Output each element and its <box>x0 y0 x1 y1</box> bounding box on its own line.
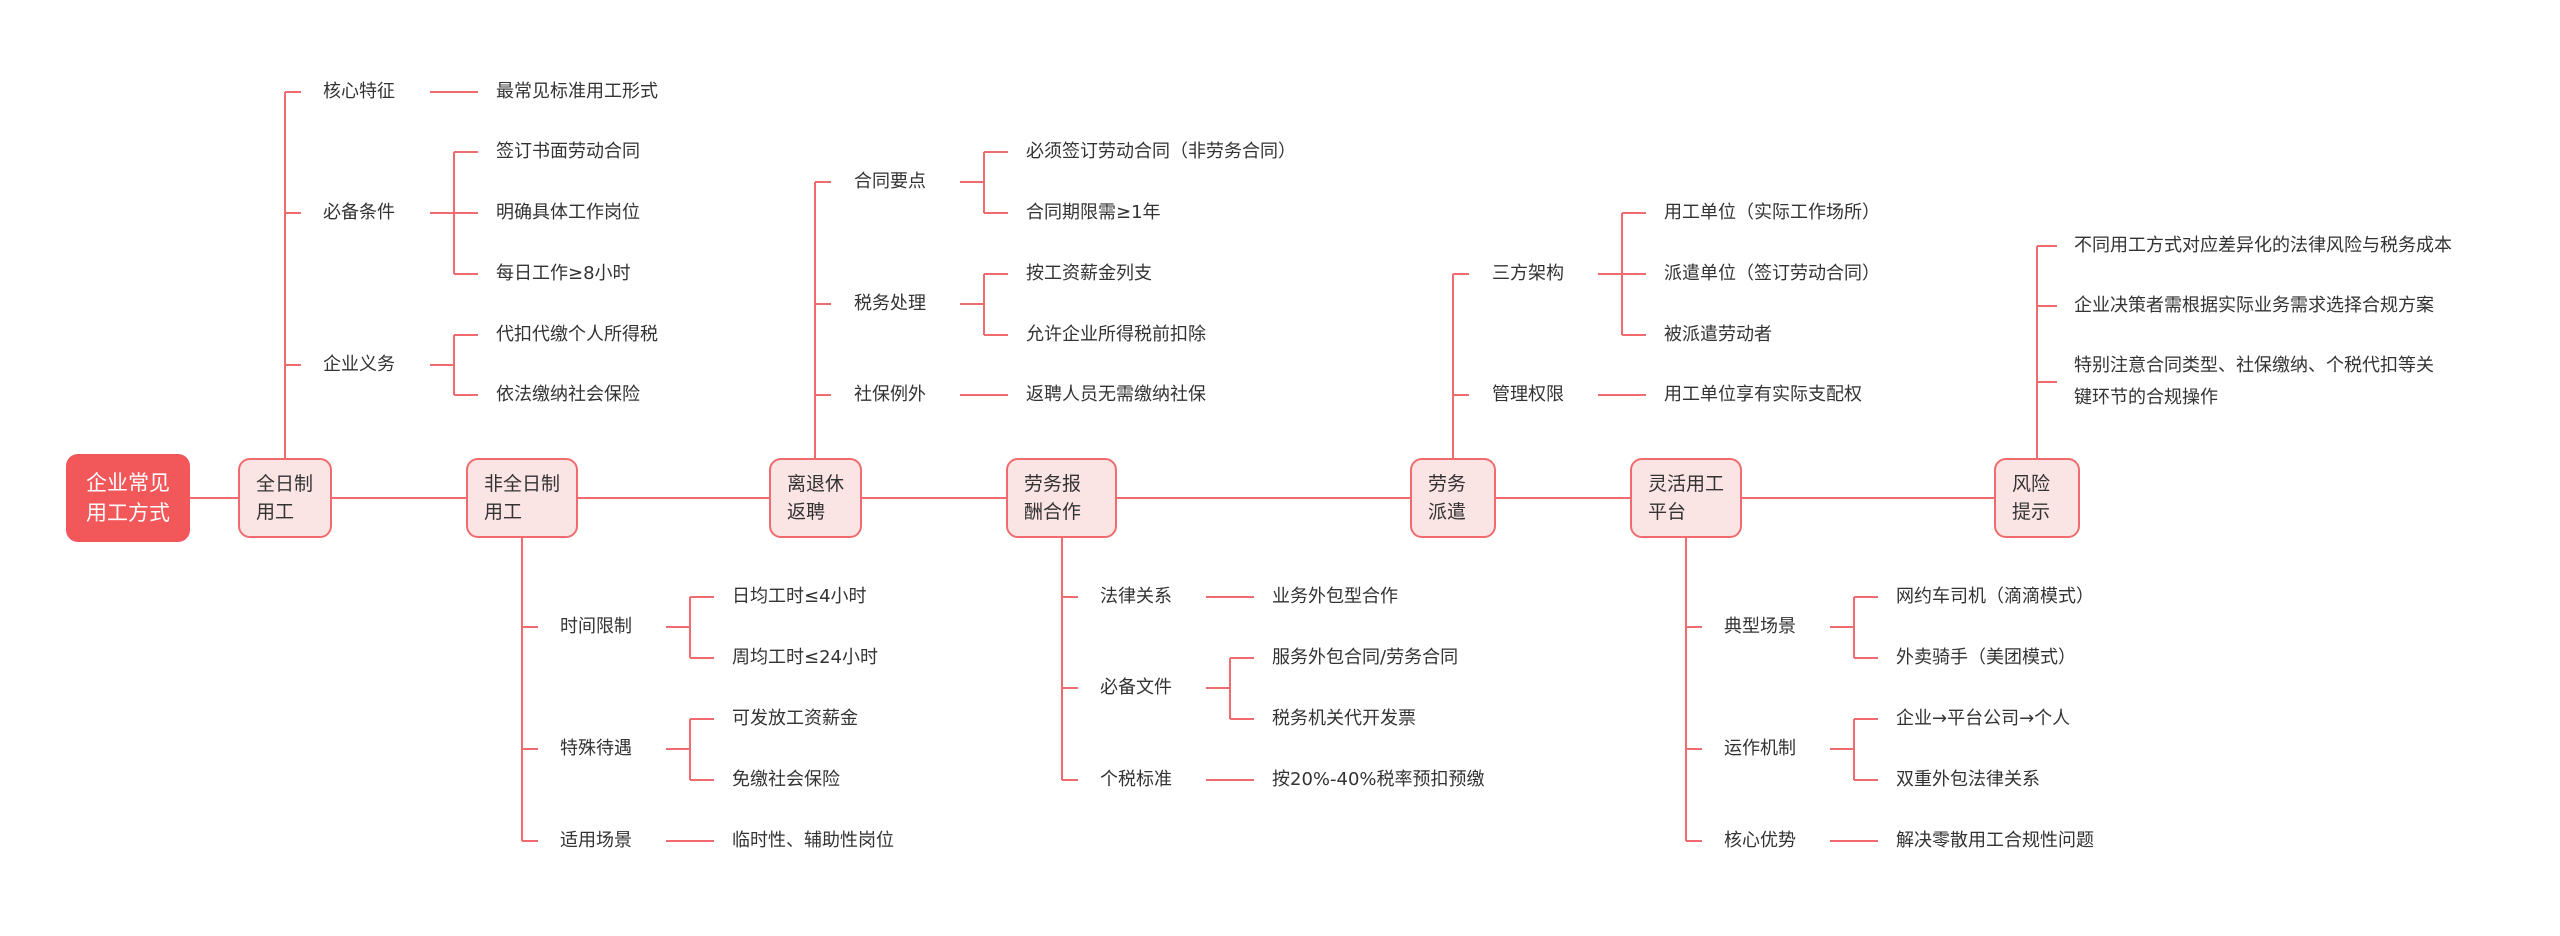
root-label: 企业常见用工方式 <box>86 471 170 525</box>
leaf-label: 企业决策者需根据实际业务需求选择合规方案 <box>2074 295 2434 316</box>
branch-label: 劳务报酬合作 <box>1024 473 1082 523</box>
leaf-label: 业务外包型合作 <box>1272 586 1398 607</box>
leaf-label: 不同用工方式对应差异化的法律风险与税务成本 <box>2074 235 2452 256</box>
leaf-label: 合同期限需≥1年 <box>1026 202 1161 223</box>
branch-risk-tips[interactable]: 风险提示 <box>1994 458 2080 538</box>
root-node[interactable]: 企业常见用工方式 <box>66 454 190 542</box>
topic-label: 三方架构 <box>1492 263 1564 284</box>
leaf-label: 按20%-40%税率预扣预缴 <box>1272 769 1485 790</box>
topic-label: 税务处理 <box>854 293 926 314</box>
branch-labor-dispatch[interactable]: 劳务派遣 <box>1410 458 1496 538</box>
topic-label: 个税标准 <box>1100 769 1172 790</box>
leaf-label: 依法缴纳社会保险 <box>496 384 640 405</box>
leaf-label: 允许企业所得税前扣除 <box>1026 324 1206 345</box>
topic-label: 必备条件 <box>323 202 395 223</box>
topic-label: 法律关系 <box>1100 586 1172 607</box>
branch-label: 劳务派遣 <box>1428 473 1467 523</box>
branch-flexible-platform[interactable]: 灵活用工平台 <box>1630 458 1742 538</box>
leaf-label: 派遣单位（签订劳动合同） <box>1664 263 1880 284</box>
topic-label: 企业义务 <box>323 354 395 375</box>
branch-part-time[interactable]: 非全日制用工 <box>466 458 578 538</box>
leaf-label: 用工单位（实际工作场所） <box>1664 202 1880 223</box>
topic-label: 典型场景 <box>1724 616 1796 637</box>
branch-label: 非全日制用工 <box>484 473 561 523</box>
leaf-label: 可发放工资薪金 <box>732 708 858 729</box>
leaf-label: 网约车司机（滴滴模式） <box>1896 586 2094 607</box>
topic-label: 管理权限 <box>1492 384 1564 405</box>
topic-label: 适用场景 <box>560 830 632 851</box>
leaf-label: 必须签订劳动合同（非劳务合同） <box>1026 141 1296 162</box>
leaf-label: 外卖骑手（美团模式） <box>1896 647 2076 668</box>
leaf-label: 代扣代缴个人所得税 <box>496 324 658 345</box>
leaf-label: 日均工时≤4小时 <box>732 586 867 607</box>
leaf-label: 双重外包法律关系 <box>1896 769 2040 790</box>
leaf-label: 特别注意合同类型、社保缴纳、个税代扣等关键环节的合规操作 <box>2074 355 2434 408</box>
leaf-label: 免缴社会保险 <box>732 769 840 790</box>
leaf-label: 返聘人员无需缴纳社保 <box>1026 384 1206 405</box>
topic-label: 社保例外 <box>854 384 926 405</box>
leaf-label: 按工资薪金列支 <box>1026 263 1152 284</box>
leaf-label: 企业→平台公司→个人 <box>1896 708 2071 729</box>
topic-label: 时间限制 <box>560 616 632 637</box>
leaf-label: 解决零散用工合规性问题 <box>1896 830 2094 851</box>
leaf-label: 最常见标准用工形式 <box>496 81 658 102</box>
leaf-label: 用工单位享有实际支配权 <box>1664 384 1862 405</box>
leaf-label: 签订书面劳动合同 <box>496 141 640 162</box>
leaf-label: 税务机关代开发票 <box>1272 708 1416 729</box>
topic-label: 核心优势 <box>1724 830 1796 851</box>
branch-label: 风险提示 <box>2012 473 2051 523</box>
topic-label: 合同要点 <box>854 171 926 192</box>
leaf-label: 临时性、辅助性岗位 <box>732 830 894 851</box>
leaf-label: 服务外包合同/劳务合同 <box>1272 647 1459 668</box>
topic-label: 必备文件 <box>1100 677 1172 698</box>
branch-retiree-rehire[interactable]: 离退休返聘 <box>769 458 862 538</box>
branch-label: 离退休返聘 <box>787 473 845 523</box>
leaf-label: 周均工时≤24小时 <box>732 647 878 668</box>
leaf-label: 每日工作≥8小时 <box>496 263 631 284</box>
branch-label: 全日制用工 <box>256 473 314 523</box>
leaf-label: 明确具体工作岗位 <box>496 202 640 223</box>
branch-labor-remuneration[interactable]: 劳务报酬合作 <box>1006 458 1117 538</box>
branch-label: 灵活用工平台 <box>1648 473 1725 523</box>
leaf-label: 被派遣劳动者 <box>1664 324 1772 345</box>
topic-label: 运作机制 <box>1724 738 1796 759</box>
topic-label: 特殊待遇 <box>560 738 632 759</box>
branch-full-time[interactable]: 全日制用工 <box>238 458 332 538</box>
topic-label: 核心特征 <box>323 81 395 102</box>
